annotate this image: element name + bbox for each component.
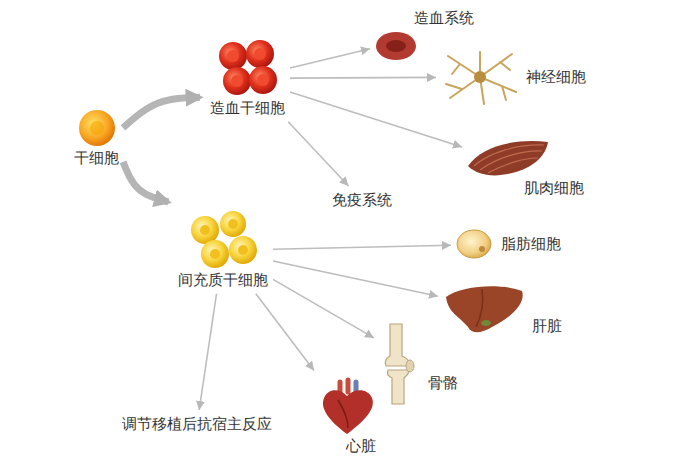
node-label: 干细胞: [72, 148, 121, 169]
illustration-use: [446, 286, 523, 332]
cell-node: 肝脏: [442, 283, 564, 337]
node-label: 调节移植后抗宿主反应: [120, 414, 274, 435]
node-illustration: [442, 283, 526, 337]
illustration-use: [446, 52, 516, 104]
node-illustration: [455, 228, 493, 260]
cell-node: 造血系统: [374, 8, 476, 63]
cell-node: 神经细胞: [440, 48, 588, 106]
arrow-connector: [273, 279, 374, 338]
illustration-use: [385, 324, 414, 404]
arrow-connector: [273, 245, 451, 249]
node-label: 脂肪细胞: [499, 234, 563, 255]
cell-node: 骨骼: [378, 322, 460, 406]
cell-node: 脂肪细胞: [455, 228, 563, 260]
node-label: 心脏: [344, 436, 378, 457]
arrow-connector: [290, 77, 436, 79]
arrow-connector: [273, 261, 438, 296]
arrow-connector: [123, 162, 168, 202]
cell-node: 心脏: [318, 374, 378, 457]
illustration-use: [457, 230, 491, 258]
node-illustration: [466, 136, 550, 178]
node-label: 间充质干细胞: [176, 270, 270, 291]
cell-node: 造血干细胞: [208, 38, 287, 119]
cell-node: 免疫系统: [330, 190, 394, 211]
illustration-use: [191, 211, 257, 268]
node-illustration: [378, 322, 418, 406]
illustration-use: [376, 32, 416, 60]
node-illustration: [187, 210, 259, 270]
node-label: 肝脏: [530, 316, 564, 337]
node-illustration: [318, 374, 376, 436]
node-label: 免疫系统: [330, 190, 394, 211]
node-label: 神经细胞: [524, 67, 588, 88]
illustration-use: [323, 380, 373, 434]
cell-node: 间充质干细胞: [176, 210, 270, 291]
illustration-use: [219, 40, 277, 95]
arrow-connector: [290, 92, 462, 147]
node-label: 造血干细胞: [208, 98, 287, 119]
node-illustration: [77, 108, 117, 148]
node-label: 骨骼: [426, 373, 460, 394]
node-label: 造血系统: [412, 8, 476, 29]
arrow-connector: [199, 294, 216, 410]
arrow-connector: [288, 122, 348, 186]
cell-node: 调节移植后抗宿主反应: [120, 414, 274, 435]
node-illustration: [374, 29, 418, 63]
node-illustration: [215, 38, 281, 98]
node-illustration: [440, 48, 520, 106]
arrow-connector: [256, 294, 314, 371]
cell-node: 肌肉细胞: [466, 136, 586, 199]
illustration-use: [79, 110, 115, 146]
arrow-connector: [123, 97, 200, 128]
illustration-use: [468, 141, 548, 175]
node-label: 肌肉细胞: [522, 178, 586, 199]
arrow-connector: [290, 49, 370, 68]
cell-node: 干细胞: [72, 108, 121, 169]
